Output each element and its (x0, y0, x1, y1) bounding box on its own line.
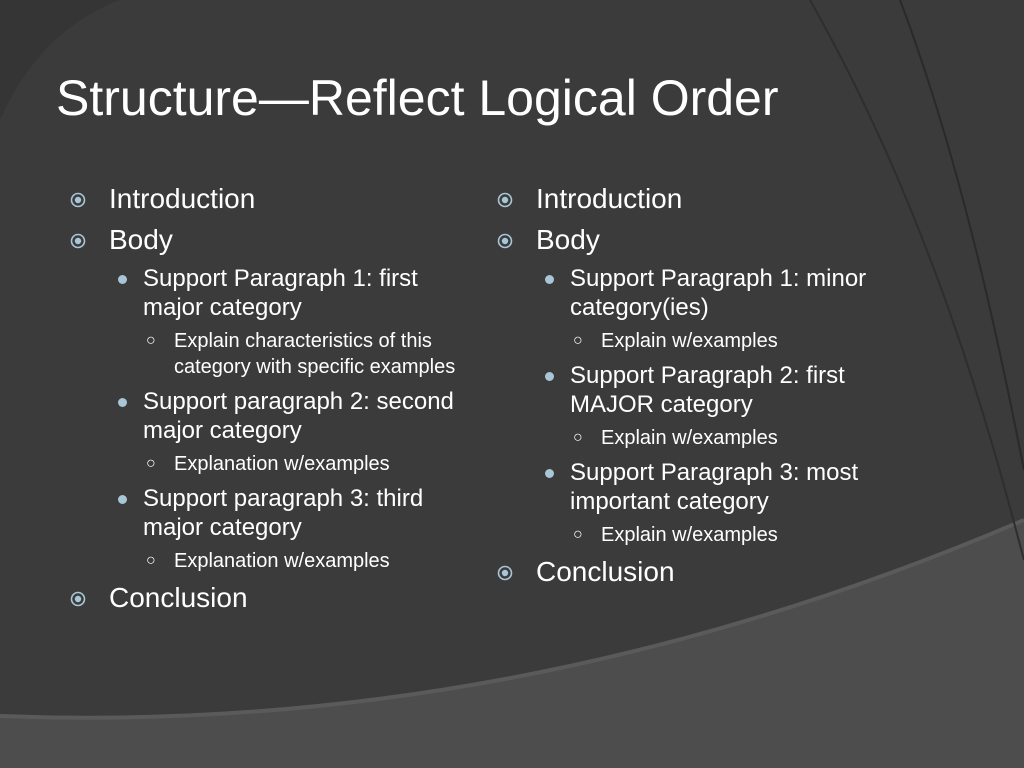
left-support-paragraph-1: Support Paragraph 1: first major categor… (66, 264, 461, 322)
right-p3-sub-text: Explain w/examples (601, 524, 778, 546)
slide-title: Structure—Reflect Logical Order (56, 70, 779, 126)
circle-dot-bullet-icon (497, 565, 513, 581)
left-conclusion-text: Conclusion (109, 582, 248, 613)
right-support-paragraph-1: Support Paragraph 1: minor category(ies) (493, 264, 893, 322)
left-support-paragraph-3-detail: Explanation w/examples (66, 548, 461, 574)
left-support-paragraph-1-detail: Explain characteristics of this category… (66, 328, 461, 380)
left-p1-sub-text: Explain characteristics of this category… (174, 330, 456, 378)
dot-bullet-icon (545, 275, 554, 284)
right-support-paragraph-2-detail: Explain w/examples (493, 425, 893, 451)
right-p1-sub-text: Explain w/examples (601, 330, 778, 352)
right-column: Introduction Body Support Paragraph 1: m… (493, 182, 893, 596)
circle-dot-bullet-icon (497, 233, 513, 249)
right-body-text: Body (536, 224, 600, 255)
left-bullet-conclusion: Conclusion (66, 581, 461, 615)
left-intro-text: Introduction (109, 183, 256, 214)
left-p1-text: Support Paragraph 1: first major categor… (143, 265, 418, 321)
right-intro-text: Introduction (536, 183, 683, 214)
left-bullet-body: Body (66, 223, 461, 257)
right-support-paragraph-3-detail: Explain w/examples (493, 522, 893, 548)
circle-dot-bullet-icon (70, 233, 86, 249)
ring-bullet-icon (146, 553, 156, 569)
ring-bullet-icon (573, 333, 583, 349)
left-bullet-introduction: Introduction (66, 182, 461, 216)
left-p3-text: Support paragraph 3: third major categor… (143, 485, 424, 541)
ring-bullet-icon (573, 430, 583, 446)
right-bullet-introduction: Introduction (493, 182, 893, 216)
left-column: Introduction Body Support Paragraph 1: f… (66, 182, 461, 622)
ring-bullet-icon (573, 527, 583, 543)
ring-bullet-icon (146, 456, 156, 472)
right-support-paragraph-3: Support Paragraph 3: most important cate… (493, 458, 893, 516)
left-p3-sub-text: Explanation w/examples (174, 550, 390, 572)
right-p3-text: Support Paragraph 3: most important cate… (570, 459, 859, 515)
right-p2-sub-text: Explain w/examples (601, 427, 778, 449)
left-support-paragraph-2: Support paragraph 2: second major catego… (66, 387, 461, 445)
circle-dot-bullet-icon (70, 192, 86, 208)
right-p2-text: Support Paragraph 2: first MAJOR categor… (570, 362, 845, 418)
circle-dot-bullet-icon (497, 192, 513, 208)
dot-bullet-icon (118, 398, 127, 407)
right-support-paragraph-1-detail: Explain w/examples (493, 328, 893, 354)
dot-bullet-icon (118, 495, 127, 504)
right-bullet-conclusion: Conclusion (493, 555, 893, 589)
right-support-paragraph-2: Support Paragraph 2: first MAJOR categor… (493, 361, 893, 419)
left-p2-text: Support paragraph 2: second major catego… (143, 388, 454, 444)
dot-bullet-icon (545, 469, 554, 478)
dot-bullet-icon (118, 275, 127, 284)
right-p1-text: Support Paragraph 1: minor category(ies) (570, 265, 867, 321)
ring-bullet-icon (146, 333, 156, 349)
left-p2-sub-text: Explanation w/examples (174, 453, 390, 475)
circle-dot-bullet-icon (70, 591, 86, 607)
left-support-paragraph-3: Support paragraph 3: third major categor… (66, 484, 461, 542)
right-conclusion-text: Conclusion (536, 556, 675, 587)
dot-bullet-icon (545, 372, 554, 381)
left-support-paragraph-2-detail: Explanation w/examples (66, 451, 461, 477)
left-body-text: Body (109, 224, 173, 255)
right-bullet-body: Body (493, 223, 893, 257)
